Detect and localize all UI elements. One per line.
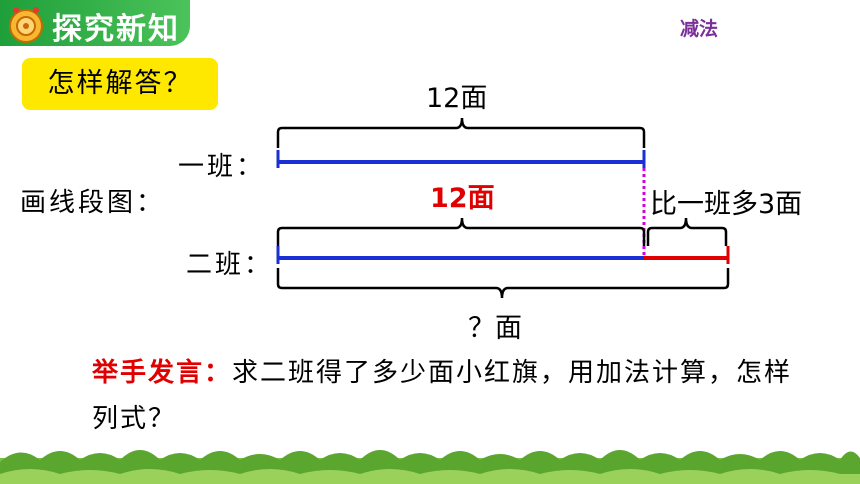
extra-brace — [646, 217, 728, 246]
class2-part-label: 12面 — [430, 183, 495, 214]
method-label: 画线段图： — [20, 188, 166, 218]
class2-label: 二班： — [186, 250, 274, 280]
class2-part-brace — [276, 217, 646, 246]
extra-label: 比一班多3面 — [650, 189, 803, 220]
prompt-lead: 举手发言： — [92, 358, 233, 388]
cartoon-snail-icon — [9, 7, 43, 43]
topic-label: 减法 — [680, 18, 719, 40]
page-title: 探究新知 — [52, 12, 180, 47]
grass-decoration — [0, 450, 860, 484]
question-box: 怎样解答？ — [22, 58, 218, 110]
bottom-total-label: ？面 — [468, 313, 522, 344]
top-total-label: 12面 — [426, 83, 488, 114]
top-brace — [276, 117, 646, 148]
prompt-text: 求二班得了多少面小红旗，用加法计算，怎样列式？ — [92, 358, 793, 434]
discussion-prompt: 举手发言：求二班得了多少面小红旗，用加法计算，怎样列式？ — [92, 350, 812, 442]
class1-label: 一班： — [178, 152, 266, 182]
bottom-brace — [276, 268, 730, 299]
